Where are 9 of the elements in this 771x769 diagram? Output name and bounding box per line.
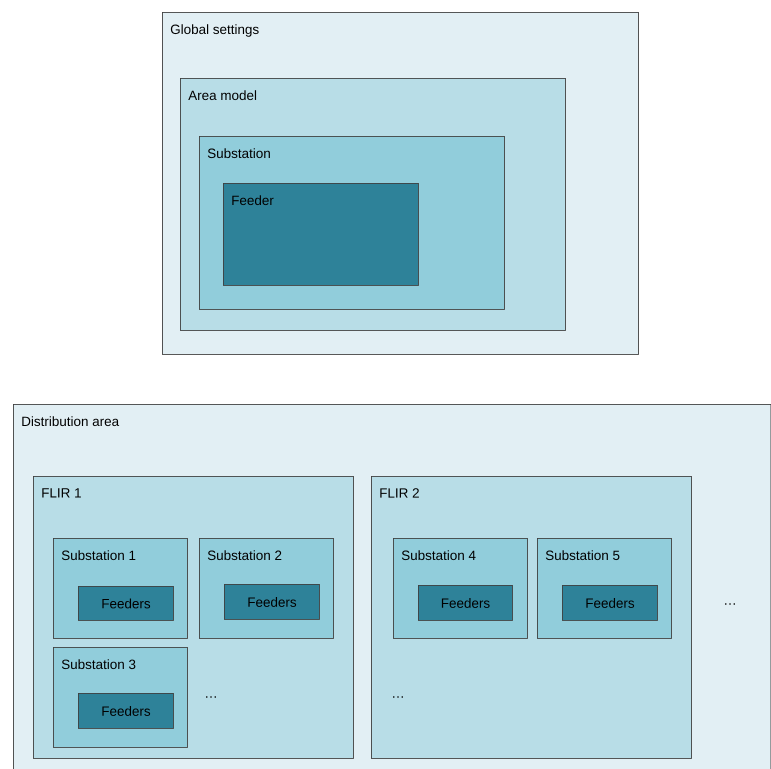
ellipsis: … — [393, 696, 403, 698]
box: Feeders — [224, 584, 320, 620]
box: Feeders — [562, 585, 658, 621]
box: Feeder — [223, 183, 419, 286]
ellipsis: … — [206, 696, 216, 698]
box: Feeders — [78, 586, 174, 621]
box: Feeders — [418, 585, 513, 621]
box: Feeders — [78, 693, 174, 729]
ellipsis: … — [725, 603, 735, 605]
